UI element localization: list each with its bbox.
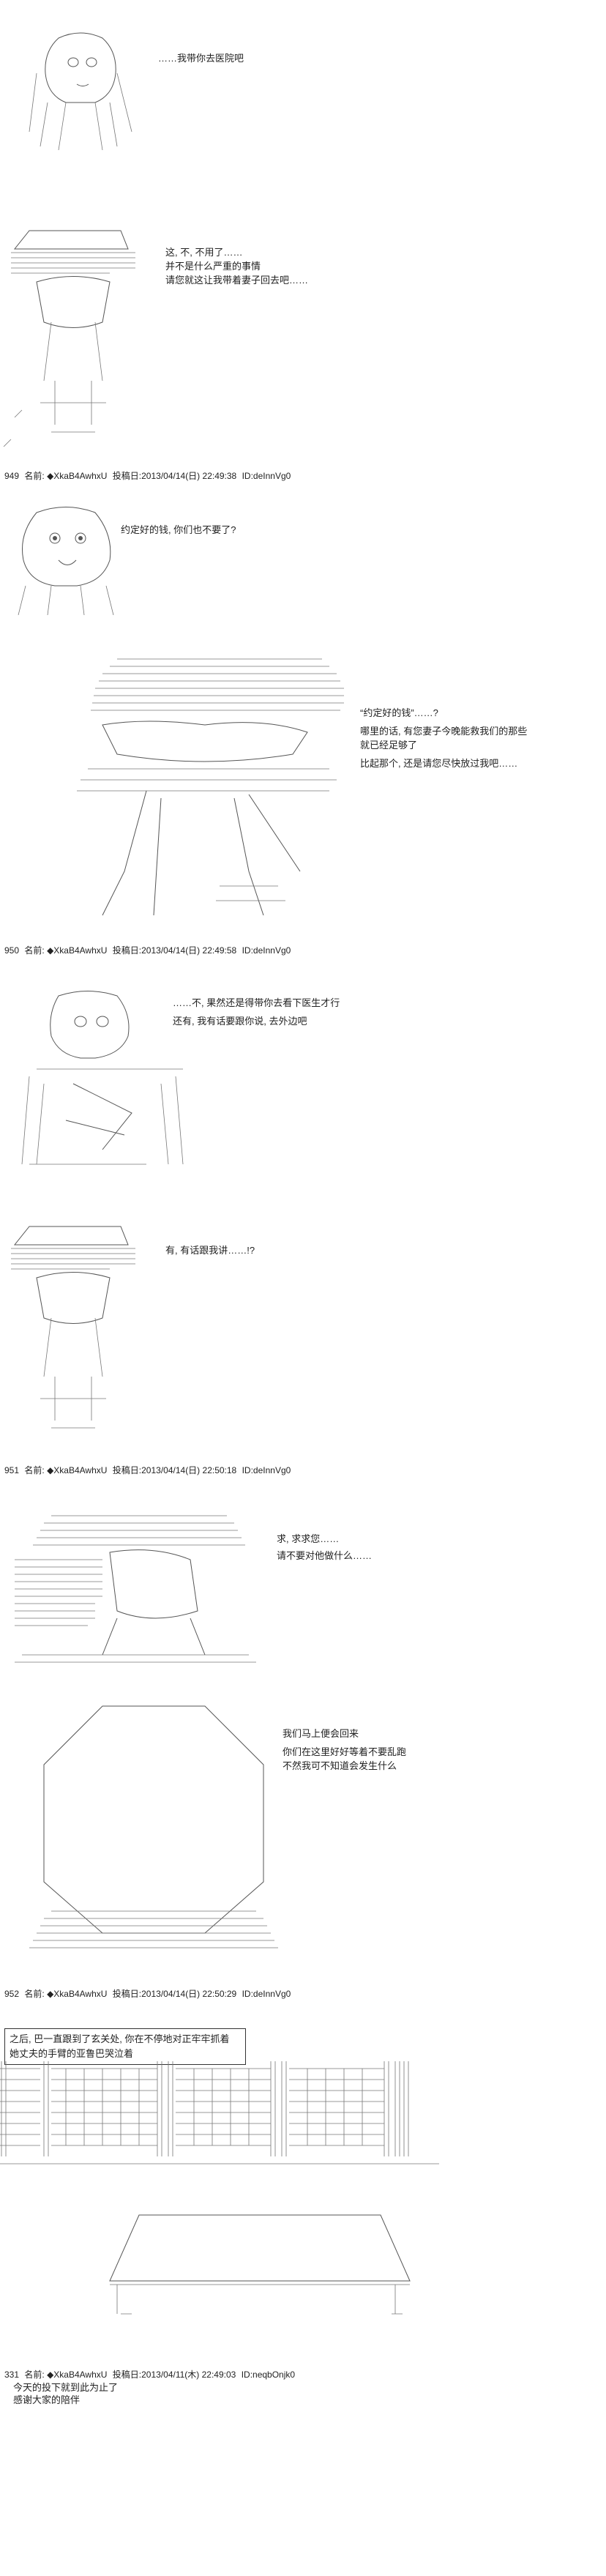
dialogue-line: 有, 有话跟我讲……!? bbox=[165, 1245, 255, 1256]
dialogue-line: 比起那个, 还是请您尽快放过我吧…… bbox=[360, 758, 518, 769]
ascii-art-figure bbox=[29, 1691, 278, 1970]
dialogue: “约定好的钱”……? 哪里的话, 有您妻子今晚能救我们的那些 就已经足够了 比起… bbox=[360, 706, 527, 770]
dialogue-line: 请您就这让我带着妻子回去吧…… bbox=[165, 275, 309, 286]
ascii-art-figure bbox=[7, 1508, 271, 1669]
dialogue: 求, 求求您…… 请不要对他做什么…… bbox=[277, 1532, 372, 1563]
post-header: 951 名前: ◆XkaB4AwhxU 投稿日:2013/04/14(日) 22… bbox=[4, 1464, 293, 1476]
post-header: 331 名前: ◆XkaB4AwhxU 投稿日:2013/04/11(木) 22… bbox=[4, 2369, 298, 2380]
closing-line: 感谢大家的陪伴 bbox=[13, 2394, 81, 2405]
panel-5: ……不, 果然还是得带你去看下医生才行 还有, 我有话要跟你说, 去外边吧 bbox=[0, 981, 606, 1179]
dialogue-line: 不然我可不知道会发生什么 bbox=[283, 1760, 397, 1771]
dialogue-line: 请不要对他做什么…… bbox=[277, 1550, 373, 1561]
ascii-art-figure bbox=[7, 505, 124, 615]
post-date: 投稿日:2013/04/14(日) 22:49:38 bbox=[112, 471, 237, 481]
post-author[interactable]: ◆XkaB4AwhxU bbox=[47, 471, 108, 481]
dialogue: 我们马上便会回来 你们在这里好好等着不要乱跑 不然我可不知道会发生什么 bbox=[283, 1727, 406, 1773]
dialogue-line: 约定好的钱, 你们也不要了? bbox=[121, 524, 236, 535]
narration-line: 之后, 巴一直跟到了玄关处, 你在不停地对正牢牢抓着 bbox=[10, 2033, 230, 2044]
dialogue: ……我带你去医院吧 bbox=[158, 51, 244, 65]
post-number: 951 bbox=[4, 1465, 20, 1475]
panel-1: ……我带你去医院吧 bbox=[0, 0, 606, 176]
post-name-label: 名前: bbox=[24, 471, 45, 481]
post-id: ID:deInnVg0 bbox=[242, 945, 291, 956]
panel-6: 有, 有话跟我讲……!? bbox=[0, 1208, 606, 1450]
dialogue-line: 求, 求求您…… bbox=[277, 1533, 340, 1544]
post-id: ID:neqbOnjk0 bbox=[241, 2370, 296, 2380]
post-name-label: 名前: bbox=[24, 1989, 45, 1999]
post-number: 949 bbox=[4, 471, 20, 481]
post-name-label: 名前: bbox=[24, 945, 45, 956]
post-date: 投稿日:2013/04/14(日) 22:50:18 bbox=[112, 1465, 237, 1475]
post-author[interactable]: ◆XkaB4AwhxU bbox=[47, 2370, 108, 2380]
post-header: 949 名前: ◆XkaB4AwhxU 投稿日:2013/04/14(日) 22… bbox=[4, 470, 293, 482]
ascii-art-figure bbox=[15, 989, 205, 1172]
panel-4: “约定好的钱”……? 哪里的话, 有您妻子今晚能救我们的那些 就已经足够了 比起… bbox=[0, 644, 606, 923]
post-date: 投稿日:2013/04/14(日) 22:49:58 bbox=[112, 945, 237, 956]
dialogue: 约定好的钱, 你们也不要了? bbox=[121, 523, 236, 537]
dialogue-line: 你们在这里好好等着不要乱跑 bbox=[283, 1746, 407, 1757]
ascii-art-figure bbox=[59, 652, 351, 923]
closing-remarks: 今天的投下就到此为止了 感谢大家的陪伴 bbox=[13, 2381, 118, 2406]
dialogue-line: 还有, 我有话要跟你说, 去外边吧 bbox=[173, 1016, 307, 1027]
post-id: ID:deInnVg0 bbox=[242, 471, 291, 481]
ascii-art-table bbox=[88, 2211, 424, 2321]
post-header: 950 名前: ◆XkaB4AwhxU 投稿日:2013/04/14(日) 22… bbox=[4, 945, 293, 956]
ascii-art-bars bbox=[0, 2061, 439, 2167]
panel-7: 求, 求求您…… 请不要对他做什么…… bbox=[0, 1501, 606, 1677]
post-author[interactable]: ◆XkaB4AwhxU bbox=[47, 1989, 108, 1999]
panel-2: 这, 不, 不用了…… 并不是什么严重的事情 请您就这让我带着妻子回去吧…… bbox=[0, 212, 606, 454]
post-author[interactable]: ◆XkaB4AwhxU bbox=[47, 945, 108, 956]
post-author[interactable]: ◆XkaB4AwhxU bbox=[47, 1465, 108, 1475]
dialogue-line: 我们马上便会回来 bbox=[283, 1728, 359, 1739]
panel-8: 我们马上便会回来 你们在这里好好等着不要乱跑 不然我可不知道会发生什么 bbox=[0, 1691, 606, 1970]
closing-line: 今天的投下就到此为止了 bbox=[13, 2382, 119, 2393]
panel-3: 约定好的钱, 你们也不要了? bbox=[0, 498, 606, 622]
post-id: ID:deInnVg0 bbox=[242, 1989, 291, 1999]
dialogue: 有, 有话跟我讲……!? bbox=[165, 1243, 255, 1257]
dialogue-line: “约定好的钱”……? bbox=[360, 707, 438, 718]
dialogue: 这, 不, 不用了…… 并不是什么严重的事情 请您就这让我带着妻子回去吧…… bbox=[165, 245, 308, 287]
dialogue-line: 哪里的话, 有您妻子今晚能救我们的那些 bbox=[360, 726, 528, 737]
narration-box: 之后, 巴一直跟到了玄关处, 你在不停地对正牢牢抓着 她丈夫的手臂的亚鲁巴哭泣着 bbox=[4, 2028, 246, 2065]
narration-line: 她丈夫的手臂的亚鲁巴哭泣着 bbox=[10, 2048, 134, 2059]
dialogue-line: 这, 不, 不用了…… bbox=[165, 247, 243, 258]
post-id: ID:deInnVg0 bbox=[242, 1465, 291, 1475]
ascii-art-figure bbox=[7, 29, 154, 154]
post-name-label: 名前: bbox=[24, 1465, 45, 1475]
dialogue-line: 并不是什么严重的事情 bbox=[165, 261, 261, 272]
post-number: 950 bbox=[4, 945, 20, 956]
dialogue-line: ……不, 果然还是得带你去看下医生才行 bbox=[173, 997, 340, 1008]
dialogue: ……不, 果然还是得带你去看下医生才行 还有, 我有话要跟你说, 去外边吧 bbox=[173, 996, 340, 1028]
ascii-art-figure bbox=[0, 1208, 146, 1450]
dialogue-line: ……我带你去医院吧 bbox=[158, 53, 244, 64]
dialogue-line: 就已经足够了 bbox=[360, 740, 418, 751]
post-number: 952 bbox=[4, 1989, 20, 1999]
post-date: 投稿日:2013/04/14(日) 22:50:29 bbox=[112, 1989, 237, 1999]
post-header: 952 名前: ◆XkaB4AwhxU 投稿日:2013/04/14(日) 22… bbox=[4, 1988, 293, 2000]
ascii-art-figure bbox=[0, 212, 146, 447]
post-number: 331 bbox=[4, 2370, 20, 2380]
post-date: 投稿日:2013/04/11(木) 22:49:03 bbox=[112, 2370, 236, 2380]
post-name-label: 名前: bbox=[24, 2370, 45, 2380]
